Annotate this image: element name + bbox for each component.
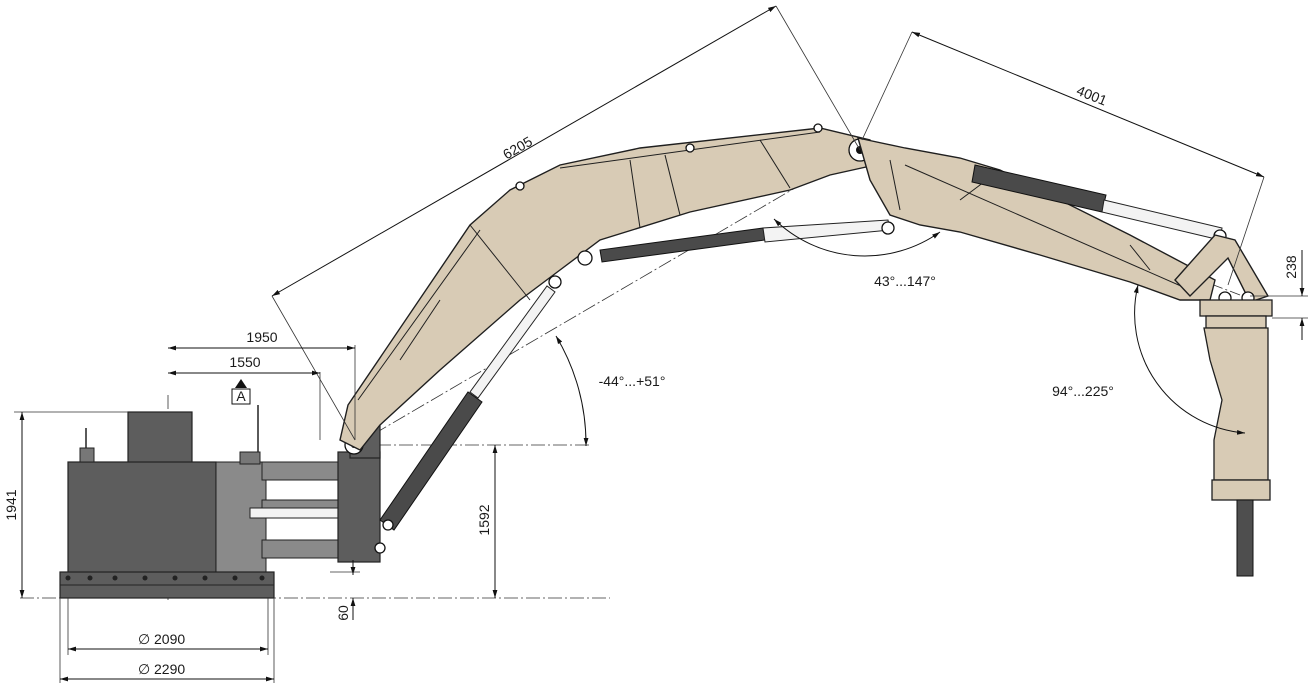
dim-pivot-offset-inner: 1550 (229, 354, 260, 370)
dim-stick-length: 4001 (1074, 82, 1109, 109)
section-marker-a: A (231, 379, 251, 405)
dim-bolt-circle: 2090 (154, 631, 185, 647)
dim-pivot-offset-outer: 1950 (246, 329, 277, 345)
dim-hammer-offset: 238 (1283, 255, 1299, 279)
hydraulic-hammer (1199, 299, 1273, 577)
dim-boom-length: 6205 (500, 133, 535, 163)
dim-total-height: 1941 (3, 489, 19, 520)
dim-base-plate: 60 (335, 605, 351, 621)
boom-lift-cylinder (379, 285, 556, 531)
dim-pivot-height: 1592 (476, 504, 492, 535)
angle-stick-range: 43°...147° (874, 273, 936, 289)
dim-base-diameter: 2290 (154, 661, 185, 677)
hammer-linkage (1174, 234, 1270, 305)
angle-arcs (555, 218, 1246, 447)
section-marker-label: A (236, 388, 246, 404)
diameter-symbol-2090: ∅ (138, 631, 150, 647)
angle-hammer-range: 94°...225° (1052, 383, 1114, 399)
diameter-symbol-2290: ∅ (138, 661, 150, 677)
main-boom (339, 123, 876, 451)
pedestal-base (59, 405, 386, 599)
dimension-lines (14, 5, 1308, 683)
angle-boom-range: -44°...+51° (599, 373, 666, 389)
